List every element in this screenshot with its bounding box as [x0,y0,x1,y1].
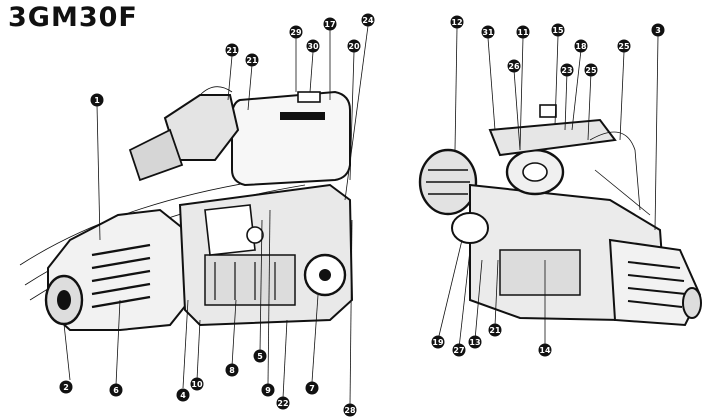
callout-31: 31 [481,25,495,39]
callout-19: 19 [431,335,445,349]
callout-22: 22 [276,396,290,410]
callout-29: 29 [289,25,303,39]
callout-11: 11 [516,25,530,39]
left-callouts: 1 21 21 29 30 17 20 24 2 6 4 10 8 5 9 22 7 28 [59,13,375,417]
callout-label: 25 [585,66,597,75]
model-title: 3GM30F [8,2,138,33]
callout-7: 7 [305,381,319,395]
callout-label: 9 [265,386,271,395]
callout-label: 31 [482,28,494,37]
callout-3: 3 [651,23,665,37]
callout-label: 19 [432,338,444,347]
callout-21: 21 [488,323,502,337]
callout-23: 23 [560,63,574,77]
callout-label: 27 [453,346,464,355]
callout-label: 13 [469,338,480,347]
callout-26: 26 [507,59,521,73]
callout-17: 17 [323,17,337,31]
callout-label: 20 [348,42,360,51]
callout-1: 1 [90,93,104,107]
callout-label: 11 [517,28,529,37]
callout-14: 14 [538,343,552,357]
callout-27: 27 [452,343,466,357]
callout-label: 30 [307,42,319,51]
callout-24: 24 [361,13,375,27]
callout-label: 28 [344,406,356,415]
callout-25: 25 [584,63,598,77]
callout-6: 6 [109,383,123,397]
callout-20: 20 [347,39,361,53]
callout-label: 21 [489,326,501,335]
callout-label: 3 [655,26,661,35]
callout-label: 21 [226,46,238,55]
callout-18: 18 [574,39,588,53]
callout-28: 28 [343,403,357,417]
callout-13: 13 [468,335,482,349]
callout-12: 12 [450,15,464,29]
right-engine-view [418,27,702,349]
callout-label: 10 [191,380,203,389]
callout-label: 21 [246,56,258,65]
callout-label: 24 [362,16,374,25]
callout-label: 8 [229,366,235,375]
callout-8: 8 [225,363,239,377]
callout-label: 22 [277,399,288,408]
callout-label: 26 [508,62,520,71]
callout-label: 12 [451,18,462,27]
callout-label: 15 [552,26,564,35]
callout-label: 5 [257,352,263,361]
callout-label: 2 [63,383,69,392]
left-engine-view [19,25,369,406]
callout-21: 21 [245,53,259,67]
callout-label: 6 [113,386,119,395]
callout-10: 10 [190,377,204,391]
callout-2: 2 [59,380,73,394]
callout-label: 4 [180,391,186,400]
heat-exchanger-tank [231,90,351,187]
callout-label: 25 [618,42,630,51]
callout-21: 21 [225,43,239,57]
callout-9: 9 [261,383,275,397]
callout-label: 29 [290,28,302,37]
callout-5: 5 [253,349,267,363]
callout-label: 17 [324,20,335,29]
callout-label: 1 [94,96,100,105]
callout-label: 23 [561,66,572,75]
callout-25: 25 [617,39,631,53]
callout-label: 7 [309,384,315,393]
callout-15: 15 [551,23,565,37]
callout-4: 4 [176,388,190,402]
oil-filter [451,212,489,244]
callout-label: 14 [539,346,551,355]
right-callouts: 12 31 11 26 15 18 23 25 25 3 19 27 13 21 14 [431,15,665,357]
callout-30: 30 [306,39,320,53]
callout-label: 18 [575,42,587,51]
